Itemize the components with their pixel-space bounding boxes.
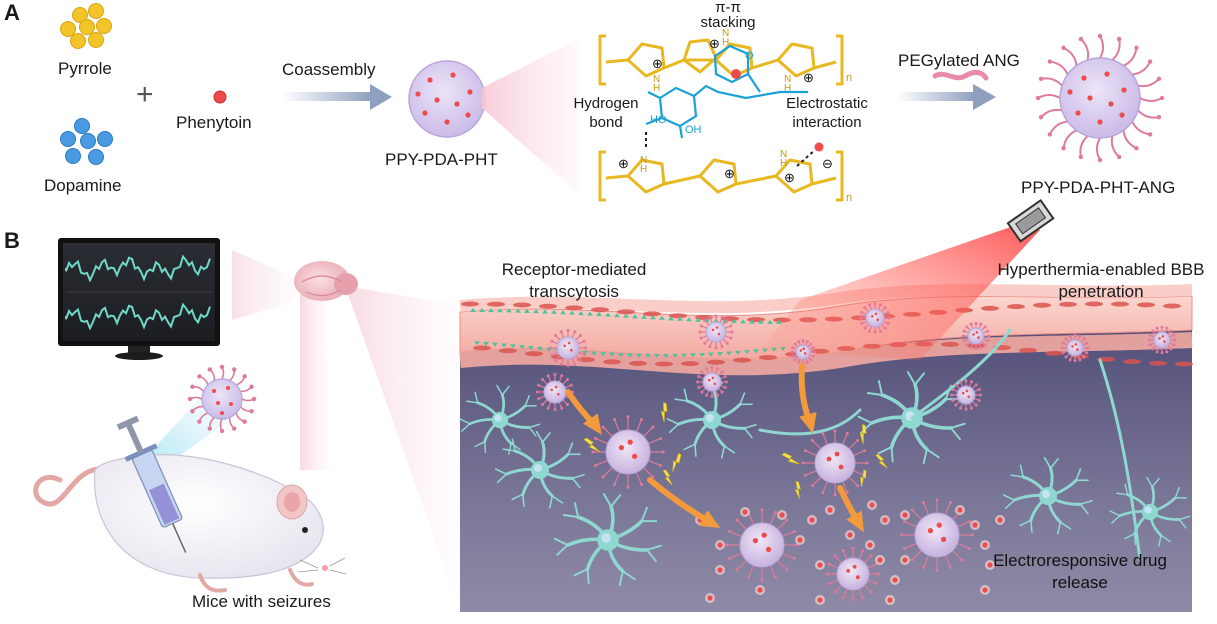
nh-label-3: N H [640,155,648,175]
cone-brain-to-tissue [345,286,460,610]
subscript-n-bottom: n [846,192,853,204]
drug-in-stack [731,69,741,79]
syringe [116,415,187,553]
np-syringe-tails [187,364,257,434]
mouse-label: Mice with seizures [192,592,331,611]
mouse [33,454,347,593]
dopamine-label: Dopamine [44,176,122,195]
peg-ang-strand [932,69,989,81]
subscript-n-top: n [846,72,853,84]
zoom-cone [482,38,580,195]
coassembly-label: Coassembly [282,60,376,79]
charge-plus-4: ⊕ [618,156,629,171]
ppy-pda-pht-label: PPY-PDA-PHT [385,150,498,169]
tissue-nanoparticles [535,302,1177,602]
nh-label-5: N H [780,149,788,169]
released-drug [695,500,1005,605]
eeg-monitor [58,238,220,360]
ppy-pda-pht-ang-label: PPY-PDA-PHT-ANG [1021,178,1176,197]
nanoparticle-ang-peg-tails [1035,33,1165,163]
phenytoin-dot [213,90,227,104]
drug-electrostatic [814,142,824,152]
charge-plus-6: ⊕ [784,170,795,185]
electrostatic-label: Electrostatic interaction [786,95,868,131]
plus-sign: + [136,78,154,111]
charge-minus: ⊖ [822,156,833,171]
oxygen-label: O [745,50,754,62]
panel-a-label: A [4,0,20,25]
nh-label-2: N H [784,74,792,94]
charge-plus-5: ⊕ [724,166,735,181]
pyrrole-label: Pyrrole [58,59,112,78]
charge-plus-1: ⊕ [652,56,663,71]
arrow-coassembly [283,84,392,110]
pi-stacking-label: π-π stacking [700,0,756,31]
orange-arrows [565,363,864,533]
electric-sparks [583,402,888,499]
electrostatic-line [796,149,816,167]
cone-monitor [232,250,300,320]
polymer-structure [598,34,844,202]
ho-label: HO [650,114,667,126]
panel-b-label: B [4,228,20,253]
hyperthermia-label: Hyperthermia-enabled BBB penetration [997,260,1205,301]
dopamine-spheres [60,118,113,165]
cone-mouse-to-brain [300,290,330,470]
nh-label-4: N H [722,28,730,48]
charge-plus-2: ⊕ [709,36,720,51]
pegylated-ang-label: PEGylated ANG [898,51,1020,70]
dopamine-structure [645,44,808,139]
drug-release-label: Electroresponsive drug release [993,551,1167,592]
phenytoin-label: Phenytoin [176,113,252,132]
mouse-brain [294,261,358,301]
transcytosis-label: Receptor-mediated transcytosis [501,260,647,301]
hydrogen-bond-label: Hydrogen bond [573,95,639,131]
oh-label: OH [685,124,702,136]
nanoparticle-ppy-pda-pht-ang [1059,57,1141,139]
nh-label-1: N H [653,74,661,94]
laser-device [1006,198,1055,243]
np-syringe [201,378,243,420]
arrow-peg-ang [897,84,996,110]
laser-beam [760,222,1040,360]
pyrrole-spheres [60,3,112,49]
charge-plus-3: ⊕ [803,70,814,85]
nanoparticle-ppy-pda-pht [408,60,486,138]
